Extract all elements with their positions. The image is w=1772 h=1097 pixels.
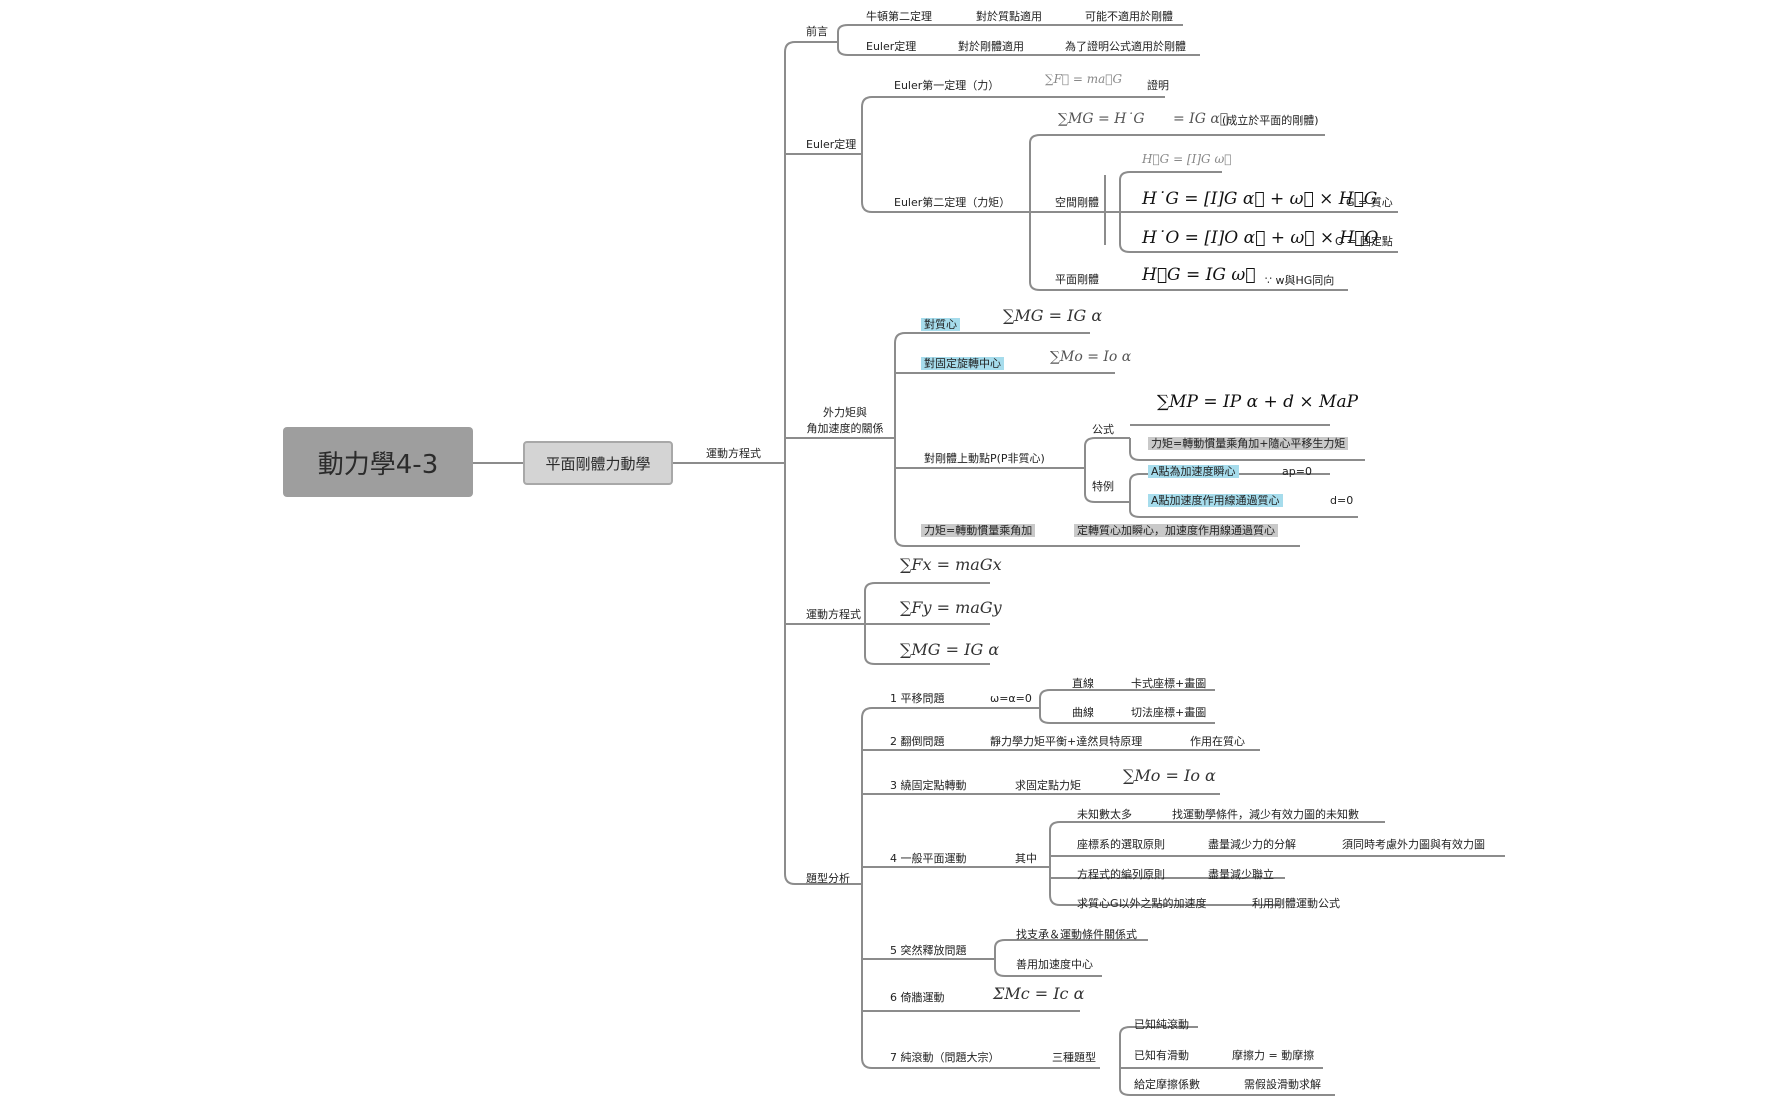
point-p-special-label[interactable]: 特例 (1092, 480, 1114, 493)
preface-row2-b: 對於剛體適用 (958, 40, 1024, 53)
p4-item4: 求質心G以外之點的加速度 (1077, 897, 1207, 910)
euler-second-result: = IG α⃗ (1173, 111, 1229, 127)
euler-second-note: (成立於平面的剛體) (1222, 114, 1319, 127)
spatial-formula2: H˙O = [I]O α⃗ + ω⃗ × H⃗O (1142, 228, 1379, 248)
p7-item2: 已知有滑動 (1134, 1049, 1189, 1062)
p4-item1-note: 找運動學條件，減少有效力圖的未知數 (1172, 808, 1359, 821)
moment-label-1[interactable]: 外力矩與 (823, 406, 867, 419)
main-topic[interactable]: 平面剛體力動學 (523, 441, 673, 485)
point-p-formula: ∑MP = IP α + d × MaP (1157, 392, 1359, 412)
p5-a: 找支承＆運動條件關係式 (1016, 928, 1137, 941)
p5-label[interactable]: 5 突然釋放問題 (890, 944, 967, 957)
p4-item2: 座標系的選取原則 (1077, 838, 1165, 851)
about-fixed-formula: ∑Mo = Io α (1050, 349, 1132, 365)
p3-formula: ∑Mo = Io α (1123, 766, 1216, 785)
p7-a: 三種題型 (1052, 1051, 1096, 1064)
about-center-label[interactable]: 對質心 (921, 318, 960, 332)
eq-mg: ∑MG = IG α (900, 640, 1000, 659)
preface-row2-c: 為了證明公式適用於剛體 (1065, 40, 1186, 53)
preface-row1-a: 牛頓第二定理 (866, 10, 932, 23)
euler-second-formula: ∑MG = H˙G (1058, 111, 1145, 127)
about-center-formula: ∑MG = IG α (1003, 306, 1103, 325)
point-p-formula-note: 力矩=轉動慣量乘角加+隨心平移生力矩 (1148, 437, 1349, 451)
planar-formula: H⃗G = IG ω⃗ (1142, 265, 1256, 285)
p4-a: 其中 (1015, 852, 1037, 865)
special2-value: d=0 (1330, 494, 1354, 507)
spatial-formula1: H˙G = [I]G α⃗ + ω⃗ × H⃗G (1142, 189, 1378, 209)
root-topic[interactable]: 動力學4-3 (283, 427, 473, 497)
p6-label[interactable]: 6 倚牆運動 (890, 991, 945, 1004)
p7-item2-note: 摩擦力 = 動摩擦 (1232, 1049, 1315, 1062)
p2-a: 靜力學力矩平衡+達然貝特原理 (990, 735, 1143, 748)
p1-b: 曲線 (1072, 706, 1094, 719)
preface-row1-c: 可能不適用於剛體 (1085, 10, 1173, 23)
p1-b-note: 切法座標+畫圖 (1131, 706, 1207, 719)
p4-item1: 未知數太多 (1077, 808, 1132, 821)
p2-b: 作用在質心 (1190, 735, 1245, 748)
eq-fx: ∑Fx = maGx (900, 555, 1002, 574)
p7-item3-note: 需假設滑動求解 (1244, 1078, 1321, 1091)
spatial-label[interactable]: 空間剛體 (1055, 196, 1099, 209)
preface-row2-a: Euler定理 (866, 40, 917, 53)
special1: A點為加速度瞬心 (1148, 465, 1239, 479)
p4-item2-note: 盡量減少力的分解 (1208, 838, 1296, 851)
p4-item2-extra: 須同時考慮外力圖與有效力圖 (1342, 838, 1485, 851)
p4-item3: 方程式的編列原則 (1077, 868, 1165, 881)
about-fixed-label[interactable]: 對固定旋轉中心 (921, 357, 1004, 371)
equations-label[interactable]: 運動方程式 (806, 608, 861, 621)
point-p-formula-label[interactable]: 公式 (1092, 423, 1114, 436)
p4-item4-note: 利用剛體運動公式 (1252, 897, 1340, 910)
p1-cond: ω=α=0 (990, 692, 1032, 705)
spatial-note2: O = 固定點 (1335, 235, 1393, 248)
p4-label[interactable]: 4 一般平面運動 (890, 852, 967, 865)
branch-label[interactable]: 運動方程式 (706, 447, 761, 460)
preface-row1-b: 對於質點適用 (976, 10, 1042, 23)
preface-label[interactable]: 前言 (806, 25, 828, 38)
planar-label[interactable]: 平面剛體 (1055, 273, 1099, 286)
spatial-formula0: H⃗G = [I]G ω⃗ (1142, 152, 1232, 166)
spatial-note1: G = 質心 (1346, 196, 1393, 209)
p1-label[interactable]: 1 平移問題 (890, 692, 945, 705)
euler-first-label[interactable]: Euler第一定理（力） (894, 79, 1000, 92)
p3-label[interactable]: 3 繞固定點轉動 (890, 779, 967, 792)
point-p-label[interactable]: 對剛體上動點P(P非質心) (924, 452, 1045, 465)
euler-label[interactable]: Euler定理 (806, 138, 857, 151)
planar-note: ∵ w與HG同向 (1265, 274, 1335, 287)
p6-formula: ΣMc = Ic α (993, 984, 1085, 1003)
euler-first-note: 證明 (1147, 79, 1169, 92)
special1-value: ap=0 (1282, 465, 1312, 478)
special2: A點加速度作用線通過質心 (1148, 494, 1283, 508)
moment-bottom-note: 定轉質心加瞬心，加速度作用線通過質心 (1074, 524, 1278, 538)
p2-label[interactable]: 2 翻倒問題 (890, 735, 945, 748)
p7-item1: 已知純滾動 (1134, 1018, 1189, 1031)
euler-second-label[interactable]: Euler第二定理（力矩） (894, 196, 1011, 209)
analysis-label[interactable]: 題型分析 (806, 872, 850, 885)
p3-a: 求固定點力矩 (1015, 779, 1081, 792)
p7-item3: 給定摩擦係數 (1134, 1078, 1200, 1091)
euler-first-formula: ∑F⃗ = ma⃗G (1045, 72, 1123, 86)
p5-b: 善用加速度中心 (1016, 958, 1093, 971)
moment-bottom[interactable]: 力矩=轉動慣量乘角加 (921, 524, 1036, 538)
p7-label[interactable]: 7 純滾動（問題大宗） (890, 1051, 1000, 1064)
p1-a-note: 卡式座標+畫圖 (1131, 677, 1207, 690)
p1-a: 直線 (1072, 677, 1094, 690)
moment-label-2[interactable]: 角加速度的關係 (806, 422, 884, 435)
p4-item3-note: 盡量減少聯立 (1208, 868, 1274, 881)
eq-fy: ∑Fy = maGy (900, 598, 1002, 617)
